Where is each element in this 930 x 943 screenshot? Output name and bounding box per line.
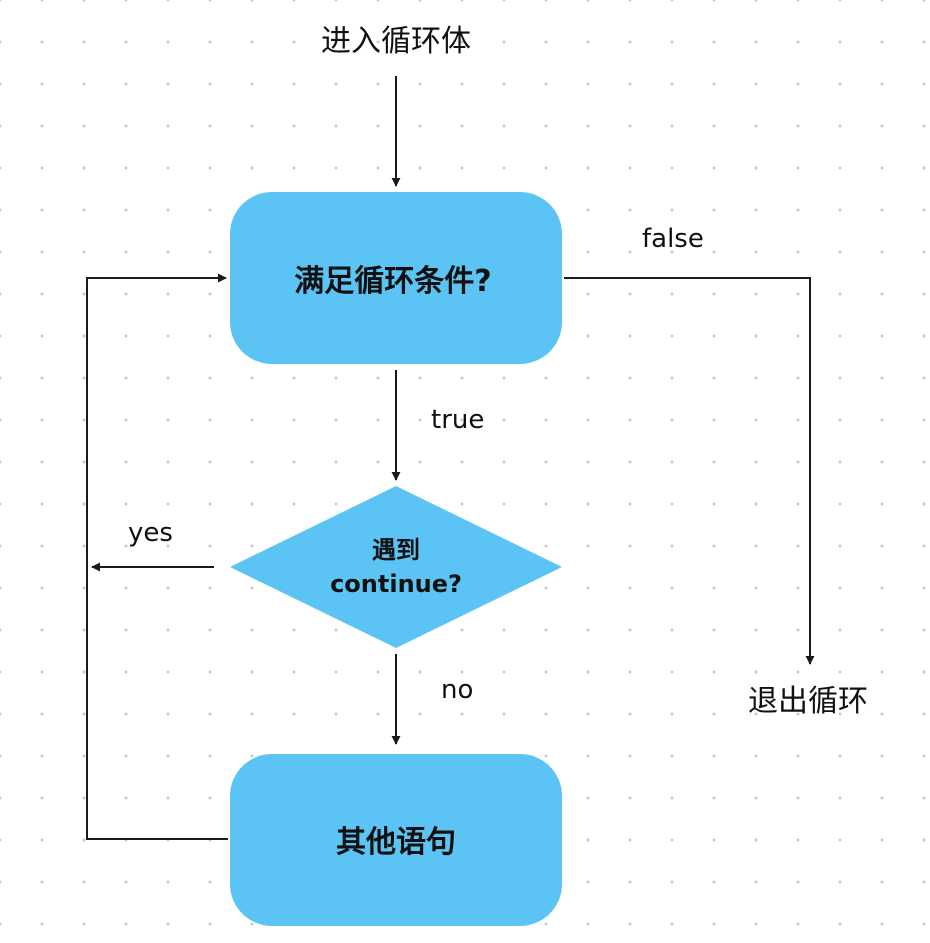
false-exit-arrow [564, 277, 815, 665]
other-statements-node[interactable] [230, 754, 562, 926]
other-statements-label: 其他语句 [336, 825, 456, 860]
entry-label: 进入循环体 [321, 24, 471, 59]
continue-decision-label-line1: 遇到 [372, 536, 420, 564]
false-edge-label: false [642, 224, 704, 254]
condition-node[interactable] [230, 192, 562, 364]
continue-decision-label-line2: continue? [330, 570, 462, 598]
exit-label: 退出循环 [748, 684, 868, 719]
loop-back-arrow [86, 273, 228, 840]
continue-decision-label: 遇到 continue? [330, 533, 462, 601]
no-edge-label: no [441, 675, 474, 705]
condition-node-label: 满足循环条件? [294, 264, 492, 299]
continue-decision-node[interactable] [230, 486, 562, 648]
true-edge-label: true [431, 405, 485, 435]
yes-edge-label: yes [128, 518, 173, 548]
